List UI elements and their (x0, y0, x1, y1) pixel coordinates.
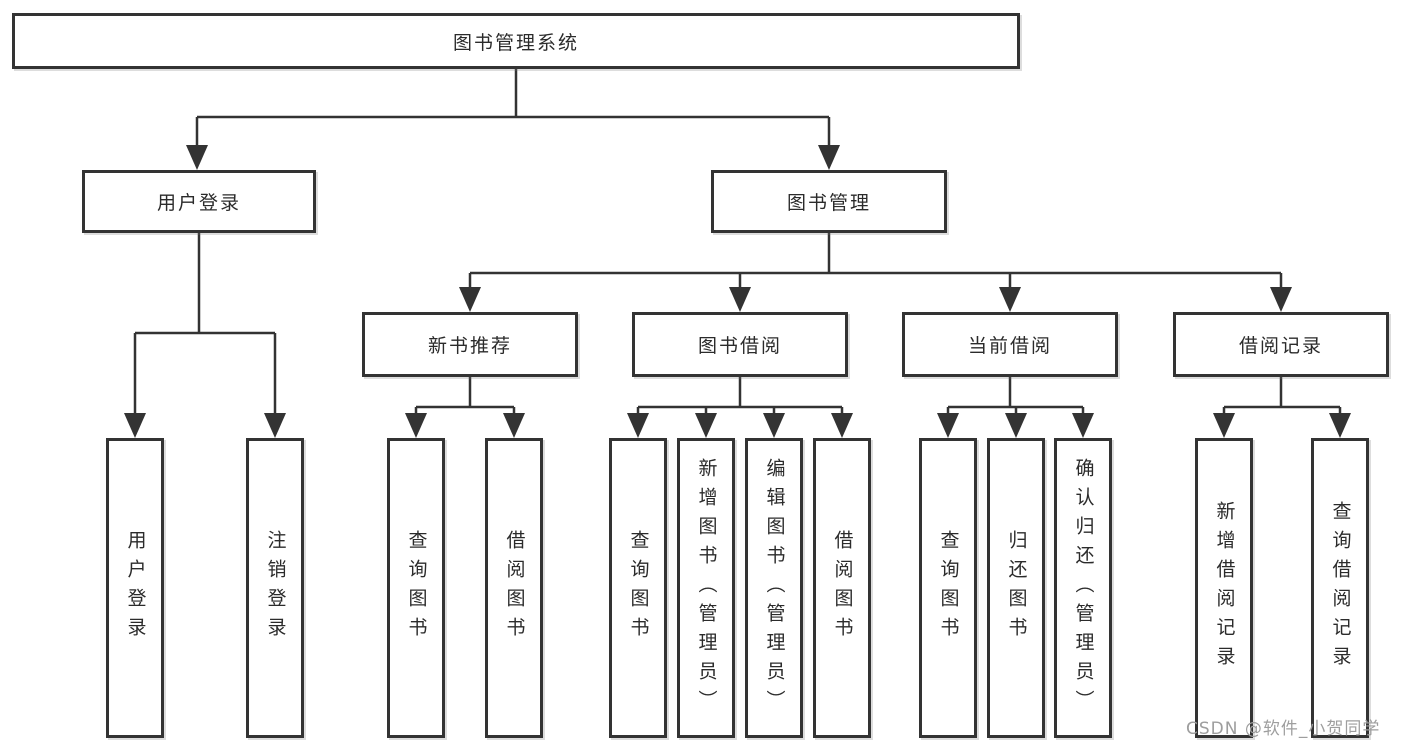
leaf-return-books: 归还图书 (987, 438, 1045, 738)
node-book-management: 图书管理 (711, 170, 947, 233)
leaf-logout: 注销登录 (246, 438, 304, 738)
node-new-book-recommend: 新书推荐 (362, 312, 578, 377)
leaf-confirm-return-admin: 确认归还（管理员） (1054, 438, 1112, 738)
leaf-add-borrow-record: 新增借阅记录 (1195, 438, 1253, 738)
watermark: CSDN @软件_小贺同学 (1186, 719, 1381, 739)
leaf-query-books-recommend: 查询图书 (387, 438, 445, 738)
leaf-add-book-admin: 新增图书（管理员） (677, 438, 735, 738)
connector-root (195, 68, 831, 160)
leaf-borrow-books-recommend: 借阅图书 (485, 438, 543, 738)
leaf-query-books-borrow: 查询图书 (609, 438, 667, 738)
connector-user-login (133, 233, 277, 428)
connector-book-borrow (636, 377, 844, 428)
node-root: 图书管理系统 (12, 13, 1020, 69)
leaf-user-login: 用户登录 (106, 438, 164, 738)
leaf-borrow-books: 借阅图书 (813, 438, 871, 738)
leaf-query-borrow-record: 查询借阅记录 (1311, 438, 1369, 738)
connector-new-book (414, 377, 516, 428)
node-user-login: 用户登录 (82, 170, 316, 233)
leaf-edit-book-admin: 编辑图书（管理员） (745, 438, 803, 738)
node-book-borrow: 图书借阅 (632, 312, 848, 377)
node-current-borrow: 当前借阅 (902, 312, 1118, 377)
arrowheads (124, 145, 1351, 438)
connector-book-management (468, 233, 1283, 302)
leaf-query-books-current: 查询图书 (919, 438, 977, 738)
connector-borrow-records (1222, 377, 1342, 428)
node-borrow-records: 借阅记录 (1173, 312, 1389, 377)
